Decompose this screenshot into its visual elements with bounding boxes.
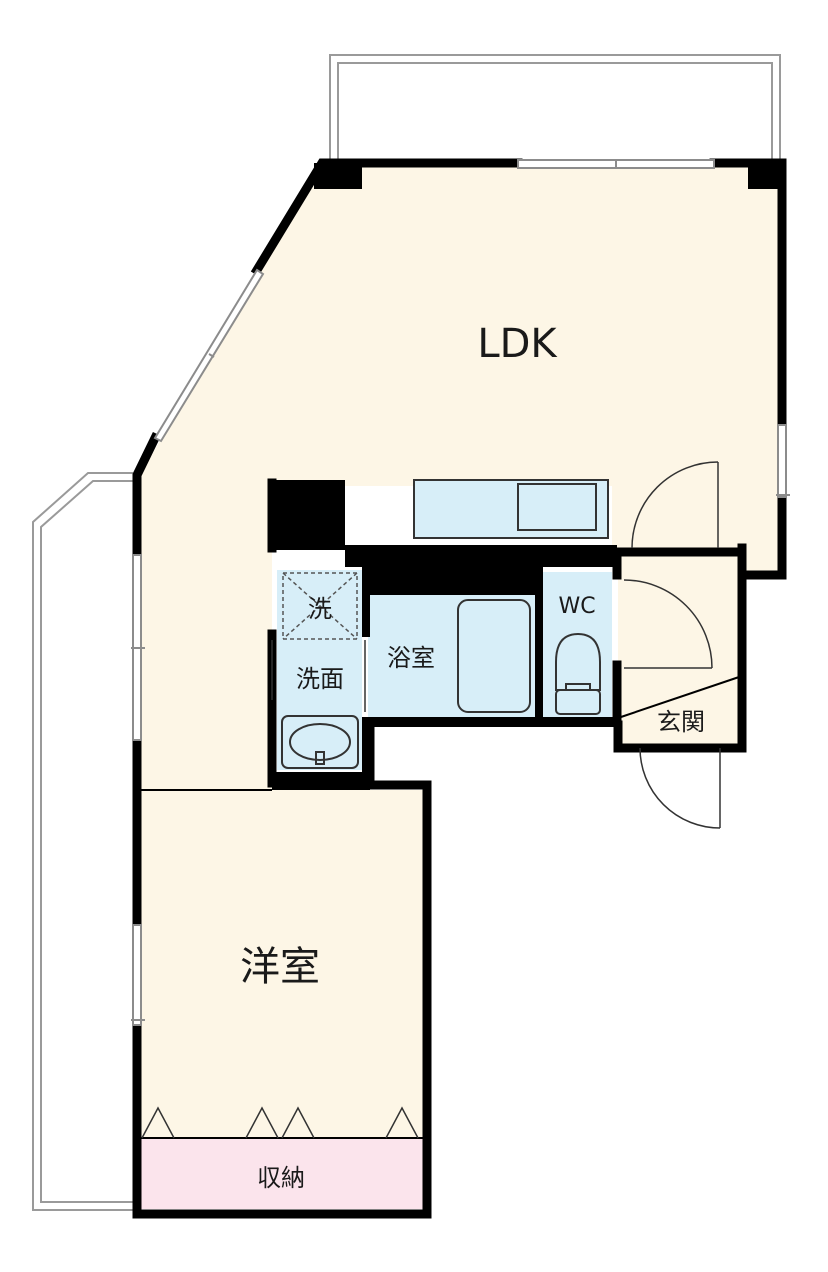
western-room-label: 洋室: [240, 944, 320, 990]
storage-floor: [138, 1138, 424, 1209]
western-room-floor: [138, 790, 424, 1138]
bathroom-label: 浴室: [387, 644, 435, 672]
door-ldk-entrance[interactable]: [631, 461, 719, 549]
entrance-floor: [618, 552, 742, 745]
toilet-label: WC: [558, 594, 595, 619]
interior-partitions: [138, 675, 743, 1139]
ldk-label: LDK: [477, 321, 558, 367]
kitchen-sink: [517, 483, 597, 531]
washing-machine-pan: [282, 572, 358, 640]
front-door[interactable]: [639, 747, 721, 829]
ldk-floor: [138, 165, 780, 790]
entrance-label: 玄関: [657, 708, 705, 736]
door-washroom[interactable]: [271, 640, 366, 712]
wash-basin: [281, 715, 359, 769]
door-toilet[interactable]: [623, 579, 713, 669]
washroom-label: 洗面: [296, 665, 344, 693]
storage-label: 収納: [257, 1164, 305, 1192]
wet-area-walls: [272, 163, 786, 790]
bathtub: [457, 599, 531, 713]
wash-label: 洗: [308, 595, 332, 623]
kitchen-counter: [413, 479, 609, 539]
toilet-fixture: [555, 632, 601, 715]
closet-doors[interactable]: [141, 1106, 419, 1139]
windows: [131, 159, 790, 1026]
balcony-left: [32, 472, 133, 1211]
balcony-top: [329, 54, 781, 160]
bathroom-floor: [368, 595, 535, 717]
